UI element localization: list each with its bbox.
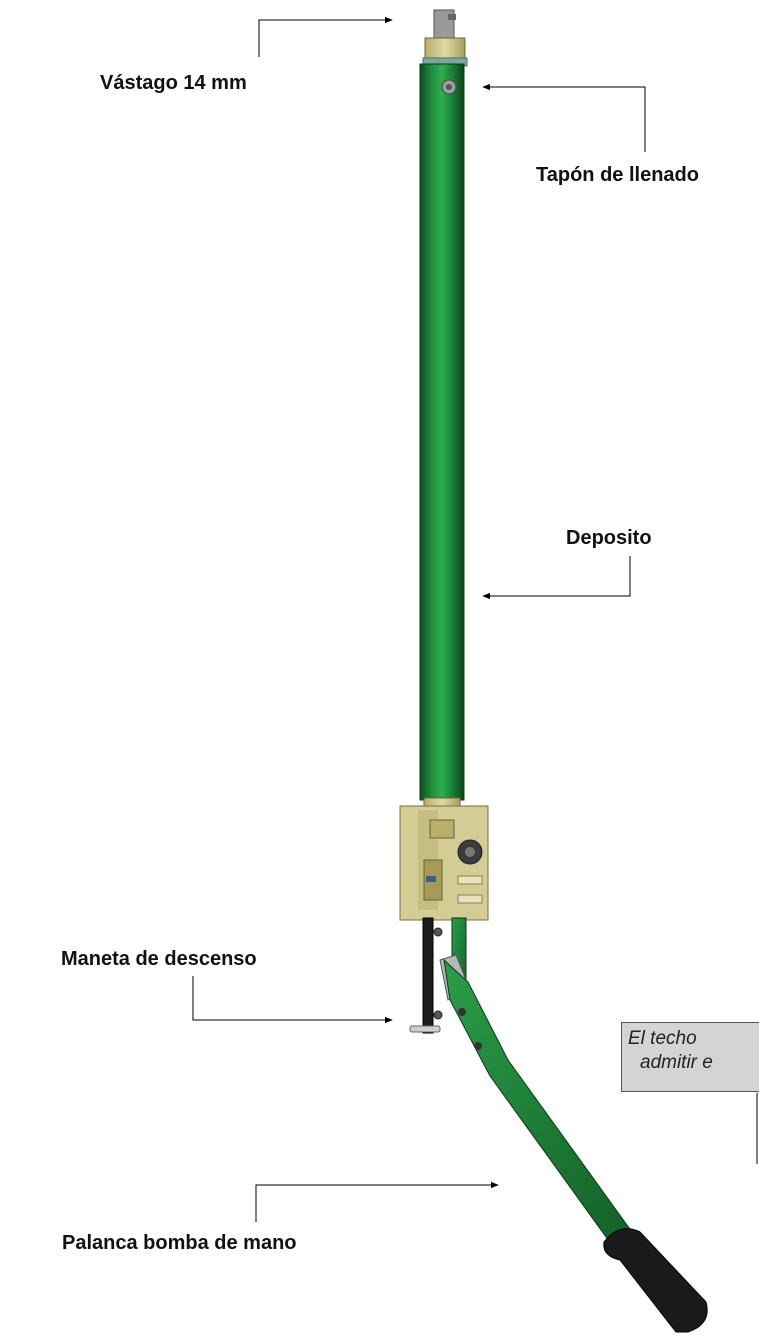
label-palanca: Palanca bomba de mano bbox=[62, 1232, 297, 1254]
leader-maneta bbox=[192, 976, 393, 1024]
note-line-2: admitir e bbox=[640, 1052, 713, 1073]
label-tapon: Tapón de llenado bbox=[536, 164, 699, 186]
pump-block bbox=[399, 805, 489, 921]
label-vastago: Vástago 14 mm bbox=[100, 72, 247, 94]
leader-vastago bbox=[258, 16, 393, 57]
fill-plug-icon bbox=[441, 79, 457, 95]
rod bbox=[433, 9, 456, 41]
label-deposito: Deposito bbox=[566, 527, 652, 549]
top-cap bbox=[422, 37, 468, 67]
lever-grip bbox=[603, 1228, 708, 1333]
leader-deposito bbox=[482, 556, 631, 600]
note-line-1: El techo bbox=[628, 1028, 697, 1049]
reservoir-tube bbox=[419, 63, 465, 801]
note-box: El techo admitir e bbox=[621, 1022, 759, 1092]
label-maneta: Maneta de descenso bbox=[61, 948, 257, 970]
leader-palanca bbox=[255, 1181, 499, 1222]
leader-tapon bbox=[482, 83, 646, 152]
pump-lever bbox=[443, 958, 633, 1249]
release-handle bbox=[409, 917, 443, 1034]
